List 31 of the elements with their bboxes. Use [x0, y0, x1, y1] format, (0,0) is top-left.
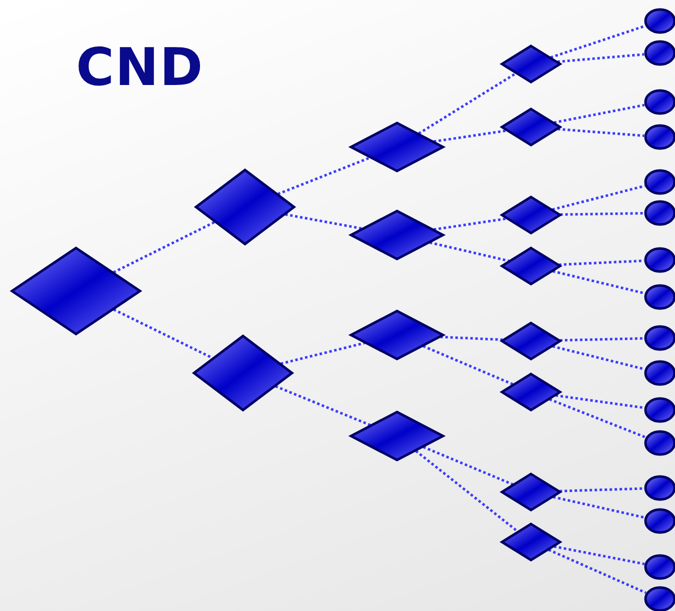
dotted-connector — [560, 487, 644, 492]
dotted-connector — [434, 129, 507, 143]
dotted-connector — [280, 342, 366, 365]
dotted-connector — [440, 336, 504, 341]
dotted-connector — [422, 344, 514, 386]
dotted-connector — [285, 213, 362, 230]
dotted-connector — [552, 345, 645, 370]
dotted-connector — [557, 53, 644, 63]
dotted-connector — [549, 398, 646, 438]
dotted-connector — [550, 24, 646, 59]
dotted-connector — [418, 72, 516, 135]
dotted-connector — [415, 450, 518, 532]
dotted-connector — [552, 184, 646, 211]
dotted-connector — [275, 385, 371, 426]
dotted-connector — [558, 128, 644, 138]
dotted-connector — [548, 548, 646, 594]
dotted-connector — [554, 545, 645, 566]
dotted-connector — [434, 217, 507, 231]
dotted-connector — [113, 308, 214, 360]
title: CND — [76, 38, 204, 98]
dotted-connector — [552, 270, 645, 295]
dotted-connector — [429, 241, 510, 262]
dotted-connector — [552, 496, 645, 519]
dotted-connector — [560, 212, 644, 216]
dotted-connector — [112, 220, 216, 274]
dotted-connector — [560, 337, 644, 342]
dotted-connector — [277, 156, 370, 196]
dotted-connector — [558, 260, 644, 266]
dotted-connector — [422, 446, 514, 486]
dotted-connector — [555, 394, 644, 410]
dotted-connector — [554, 104, 645, 124]
